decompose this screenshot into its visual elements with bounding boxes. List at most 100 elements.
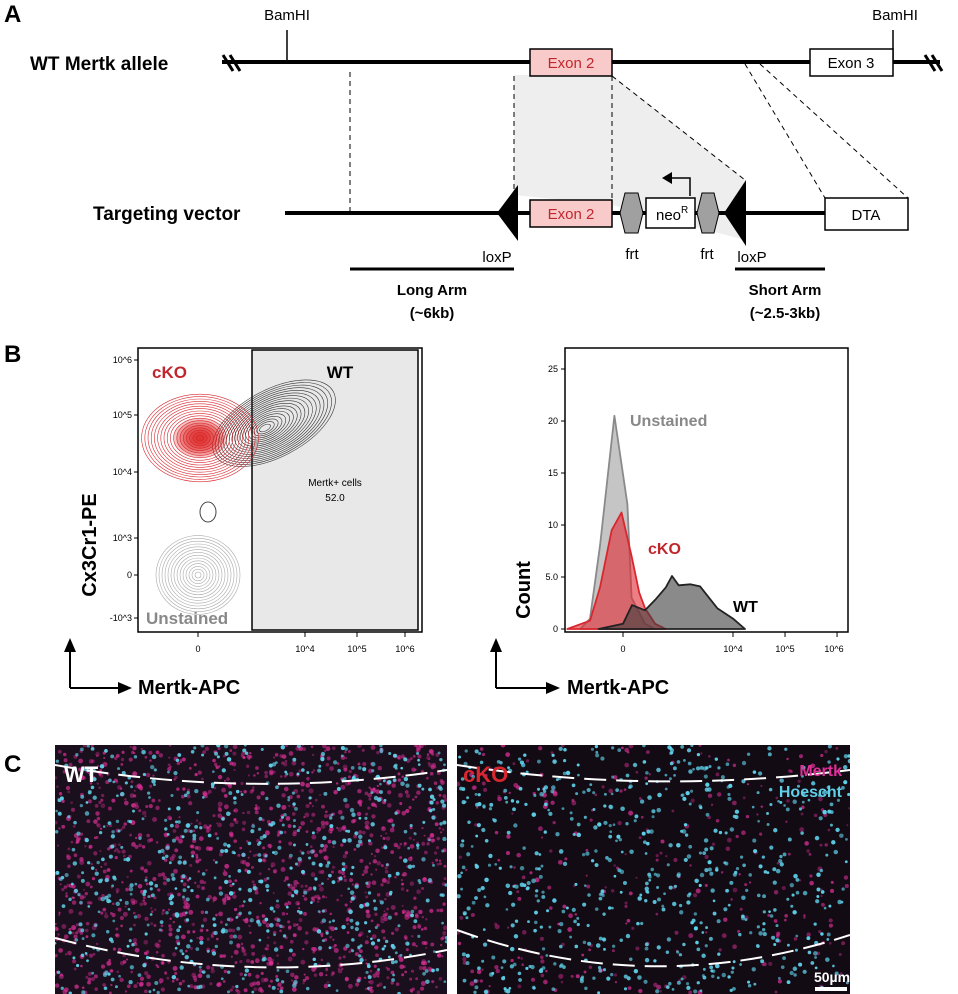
nucleus (783, 804, 786, 807)
nucleus (667, 745, 672, 750)
nucleus (86, 959, 89, 963)
mertk-signal (313, 973, 318, 977)
mertk-signal (394, 875, 397, 879)
nucleus (510, 923, 515, 928)
nucleus (92, 777, 97, 782)
nucleus (800, 831, 804, 835)
nucleus (410, 913, 414, 918)
mertk-signal (389, 827, 395, 833)
nucleus (612, 823, 616, 827)
nucleus (114, 985, 118, 989)
wt-label: WT (327, 363, 354, 382)
nucleus (800, 774, 804, 778)
mertk-signal (219, 920, 223, 924)
nucleus (579, 977, 584, 981)
nucleus (623, 987, 628, 991)
mertk-signal (279, 929, 282, 933)
frt-left-hexagon (619, 192, 644, 234)
nucleus (679, 910, 684, 915)
nucleus (70, 882, 74, 886)
mertk-signal (401, 911, 405, 915)
mertk-signal (721, 933, 727, 939)
mertk-signal (130, 970, 134, 974)
mertk-signal (353, 848, 357, 851)
mertk-signal (588, 948, 591, 952)
nucleus (509, 865, 513, 869)
mertk-signal (384, 866, 388, 870)
mertk-signal (442, 794, 447, 799)
mertk-signal (119, 977, 124, 983)
mertk-signal (281, 912, 286, 916)
nucleus (615, 839, 618, 843)
mertk-signal (62, 769, 67, 774)
mertk-signal (310, 845, 313, 848)
nucleus (836, 798, 841, 802)
mertk-signal (768, 961, 773, 966)
mertk-signal (133, 789, 136, 792)
mertk-signal (106, 960, 112, 966)
mertk-signal (253, 774, 256, 777)
nucleus (514, 919, 519, 923)
mertk-signal (704, 854, 709, 859)
mertk-signal (731, 800, 737, 806)
nucleus (836, 757, 840, 761)
nucleus (460, 871, 463, 875)
nucleus (341, 867, 346, 872)
nucleus (64, 872, 69, 878)
nucleus (551, 785, 556, 790)
nucleus (775, 938, 780, 943)
mertk-signal (367, 806, 371, 810)
nucleus (424, 969, 429, 973)
mertk-signal (123, 800, 129, 806)
mertk-signal (190, 822, 193, 825)
mertk-signal (302, 747, 306, 751)
mertk-signal (133, 794, 137, 798)
nucleus (305, 843, 309, 846)
nucleus (795, 890, 800, 895)
nucleus (778, 859, 783, 864)
nucleus (81, 990, 86, 994)
mertk-signal (236, 990, 241, 994)
nucleus (702, 851, 707, 856)
mertk-signal (430, 838, 435, 843)
nucleus (521, 762, 526, 768)
mertk-signal (284, 876, 289, 881)
mertk-signal (343, 864, 348, 869)
mertk-signal (161, 872, 166, 877)
nucleus (723, 907, 728, 912)
nucleus (771, 935, 776, 940)
nucleus (110, 844, 115, 849)
nucleus (58, 877, 63, 882)
mertk-signal (397, 778, 402, 782)
mertk-signal (198, 821, 202, 826)
nucleus (273, 933, 276, 937)
mertk-signal (196, 936, 199, 940)
mertk-signal (210, 966, 215, 970)
mertk-signal (436, 836, 441, 841)
nucleus (166, 832, 170, 836)
nucleus (782, 852, 787, 857)
mertk-signal (564, 857, 568, 861)
mertk-signal (320, 824, 326, 829)
nucleus (534, 867, 539, 871)
mertk-signal (145, 950, 150, 954)
mertk-signal (429, 908, 434, 913)
nucleus (173, 771, 178, 776)
mertk-signal (239, 959, 243, 964)
mertk-signal (162, 875, 168, 881)
mertk-signal (481, 968, 484, 972)
nucleus (484, 838, 489, 843)
nucleus (110, 977, 115, 982)
nucleus (288, 948, 293, 953)
mertk-signal (366, 935, 369, 938)
mertk-signal (435, 845, 440, 850)
mertk-signal (218, 852, 223, 857)
mertk-signal (549, 849, 553, 853)
nucleus (320, 751, 326, 757)
mertk-signal (253, 987, 258, 992)
mertk-signal (291, 886, 296, 892)
nucleus (595, 943, 601, 948)
nucleus (707, 860, 712, 865)
nucleus (437, 785, 442, 790)
mertk-signal (61, 887, 65, 892)
